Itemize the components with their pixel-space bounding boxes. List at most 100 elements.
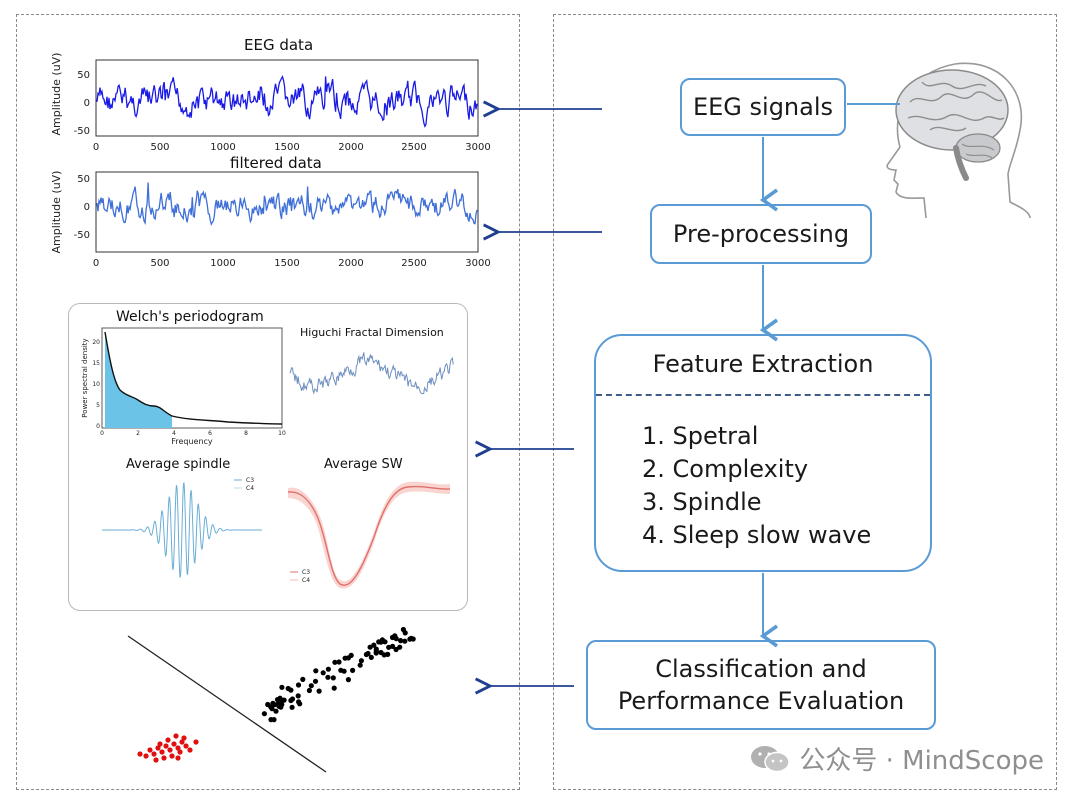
scatter-point bbox=[163, 743, 169, 749]
scatter-point bbox=[325, 666, 331, 672]
eeg-xtick: 2500 bbox=[401, 142, 426, 153]
wechat-icon bbox=[751, 745, 791, 772]
scatter-point bbox=[345, 655, 351, 661]
scatter-point bbox=[336, 659, 342, 665]
feature-extraction-box: Feature Extraction 1. Spetral 2. Complex… bbox=[594, 334, 932, 572]
preprocessing-box: Pre-processing bbox=[650, 204, 872, 264]
scatter-point bbox=[169, 753, 175, 759]
scatter-point bbox=[358, 658, 364, 664]
scatter-point bbox=[330, 675, 336, 681]
scatter-point bbox=[402, 630, 408, 636]
scatter-point bbox=[390, 643, 396, 649]
eeg-xtick: 3000 bbox=[465, 142, 490, 153]
filtered-xtick: 2500 bbox=[401, 258, 426, 269]
scatter-point bbox=[331, 685, 337, 691]
feature-item: 2. Complexity bbox=[642, 455, 809, 483]
scatter-point bbox=[341, 668, 347, 674]
scatter-point bbox=[289, 704, 295, 710]
eeg-xtick: 1500 bbox=[274, 142, 299, 153]
classification-box: Classification and Performance Evaluatio… bbox=[586, 640, 936, 730]
scatter-point bbox=[279, 684, 285, 690]
scatter-point bbox=[345, 677, 351, 683]
sw-band bbox=[288, 481, 450, 589]
slow-wave-plot: C3 C4 bbox=[287, 481, 451, 589]
scatter-point bbox=[161, 755, 167, 761]
feature-item: 1. Spetral bbox=[642, 422, 759, 450]
eeg-ytick: 0 bbox=[84, 98, 90, 109]
scatter-point bbox=[269, 706, 275, 712]
scatter-point bbox=[273, 708, 279, 714]
filtered-xtick: 1500 bbox=[274, 258, 299, 269]
scatter-point bbox=[159, 749, 165, 755]
scatter-point bbox=[295, 682, 302, 688]
higuchi-plot bbox=[289, 352, 454, 395]
higuchi-title: Higuchi Fractal Dimension bbox=[300, 326, 444, 339]
welch-ytick: 15 bbox=[92, 360, 100, 367]
brain-head-icon bbox=[886, 62, 1031, 219]
scatter-point bbox=[153, 757, 159, 763]
filtered-ytick: -50 bbox=[74, 230, 90, 241]
scatter-point bbox=[398, 638, 404, 644]
scatter-point bbox=[313, 668, 319, 674]
eeg-ytick: -50 bbox=[74, 126, 90, 137]
scatter-point bbox=[402, 638, 408, 644]
left-output-panel bbox=[16, 14, 520, 790]
scatter-point bbox=[357, 662, 363, 668]
filtered-ytick: 50 bbox=[77, 174, 90, 185]
scatter-point bbox=[365, 650, 371, 657]
eeg-plot-title: EEG data bbox=[244, 36, 314, 54]
scatter-point bbox=[143, 753, 149, 759]
welch-ylabel: Power spectral density bbox=[81, 338, 89, 417]
scatter-point bbox=[179, 739, 185, 745]
classification-scatter bbox=[127, 626, 416, 773]
scatter-point bbox=[165, 737, 171, 743]
sw-title: Average SW bbox=[324, 457, 403, 472]
scatter-point bbox=[181, 735, 187, 741]
scatter-point bbox=[279, 702, 285, 708]
scatter-point bbox=[368, 654, 374, 660]
spindle-title: Average spindle bbox=[126, 457, 231, 472]
scatter-point bbox=[157, 741, 163, 747]
scatter-point bbox=[173, 733, 179, 739]
eeg-xtick: 0 bbox=[93, 142, 99, 153]
scatter-point bbox=[295, 693, 301, 699]
feature-extraction-title: Feature Extraction bbox=[652, 350, 874, 378]
welch-xtick: 6 bbox=[208, 430, 212, 437]
scatter-point bbox=[392, 633, 398, 639]
scatter-point bbox=[386, 644, 392, 650]
scatter-point bbox=[270, 700, 276, 706]
scatter-point bbox=[325, 674, 331, 680]
welch-xtick: 10 bbox=[278, 430, 286, 437]
spindle-signal-line bbox=[102, 482, 262, 578]
welch-ytick: 0 bbox=[96, 423, 100, 430]
welch-periodogram-plot: Power spectral density 20 15 10 5 0 0 2 … bbox=[81, 327, 286, 446]
scatter-point bbox=[373, 646, 379, 652]
scatter-point bbox=[300, 676, 306, 682]
scatter-point bbox=[288, 697, 294, 704]
scatter-point bbox=[167, 747, 173, 753]
scatter-point bbox=[265, 701, 271, 708]
scatter-point bbox=[308, 683, 314, 689]
scatter-point bbox=[177, 749, 183, 755]
watermark: 公众号 · MindScope bbox=[749, 740, 1044, 777]
scatter-point bbox=[379, 637, 385, 643]
scatter-point bbox=[261, 711, 267, 717]
higuchi-signal-line bbox=[289, 352, 454, 395]
scatter-point bbox=[397, 644, 403, 650]
eeg-ytick: 50 bbox=[77, 70, 90, 81]
sw-legend-c3: C3 bbox=[302, 569, 310, 576]
scatter-point bbox=[193, 739, 199, 745]
scatter-point bbox=[151, 751, 157, 757]
filtered-ytick: 0 bbox=[84, 202, 90, 213]
scatter-point bbox=[312, 678, 319, 684]
welch-xtick: 4 bbox=[172, 430, 176, 437]
eeg-signal-line bbox=[96, 75, 478, 128]
welch-ytick: 10 bbox=[92, 381, 100, 388]
eeg-signals-box: EEG signals bbox=[680, 78, 846, 136]
scatter-point bbox=[277, 695, 283, 701]
scatter-point bbox=[350, 667, 356, 673]
scatter-point bbox=[147, 747, 153, 753]
spindle-legend-c4: C4 bbox=[246, 485, 254, 492]
spindle-legend-c3: C3 bbox=[246, 477, 254, 484]
scatter-point bbox=[316, 688, 322, 694]
